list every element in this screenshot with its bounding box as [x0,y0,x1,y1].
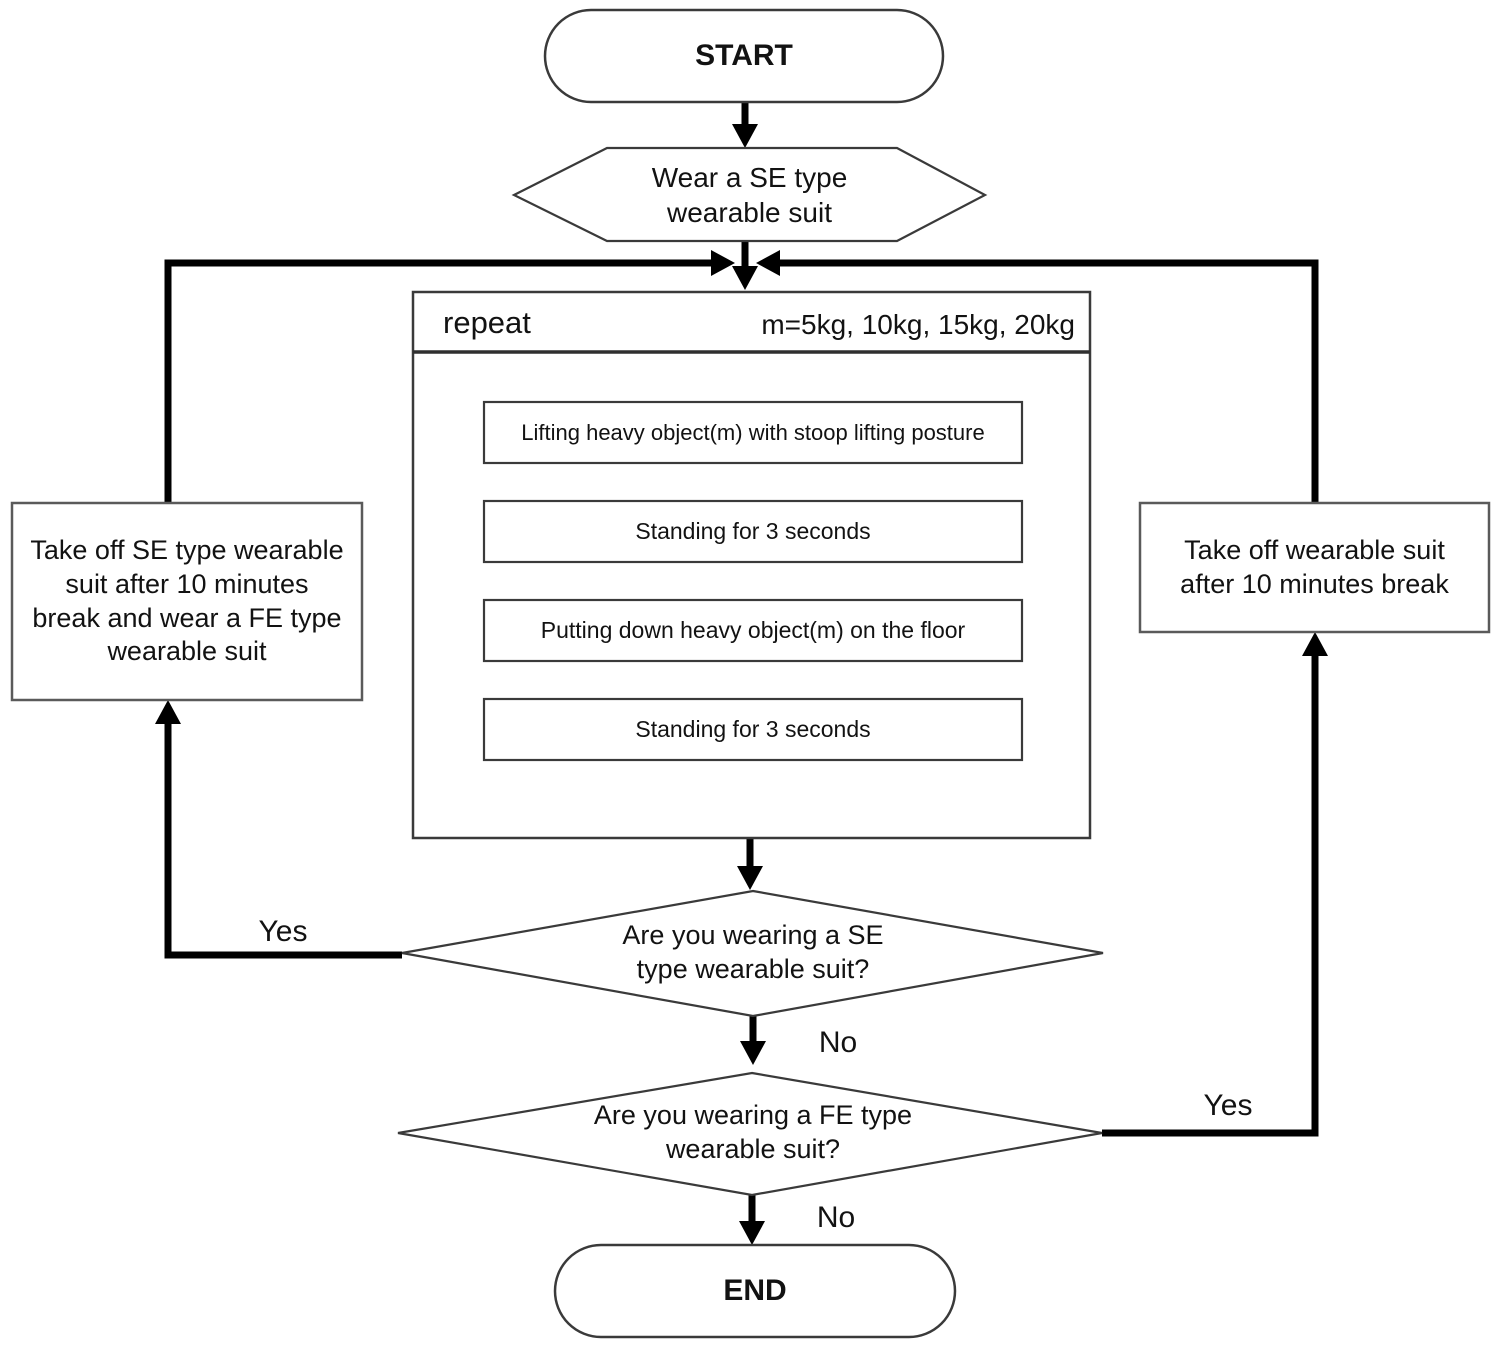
action-se-box-shape [10,501,364,702]
start-terminator-shape [543,8,945,104]
arrow-fe-yes-to-action [1102,632,1328,1137]
wear-hexagon-shape [511,146,988,243]
arrow-se-yes-to-action [155,700,402,959]
step-stand1-shape [482,499,1024,564]
loop-return-left [164,250,735,503]
loop-return-right [756,250,1319,503]
end-terminator-shape [553,1243,957,1339]
decision-fe-diamond-shape [397,1071,1103,1197]
step-lift-shape [482,400,1024,465]
step-put-shape [482,598,1024,663]
action-fe-box-shape [1138,501,1491,634]
step-stand2-shape [482,697,1024,762]
decision-se-diamond-shape [401,889,1104,1018]
